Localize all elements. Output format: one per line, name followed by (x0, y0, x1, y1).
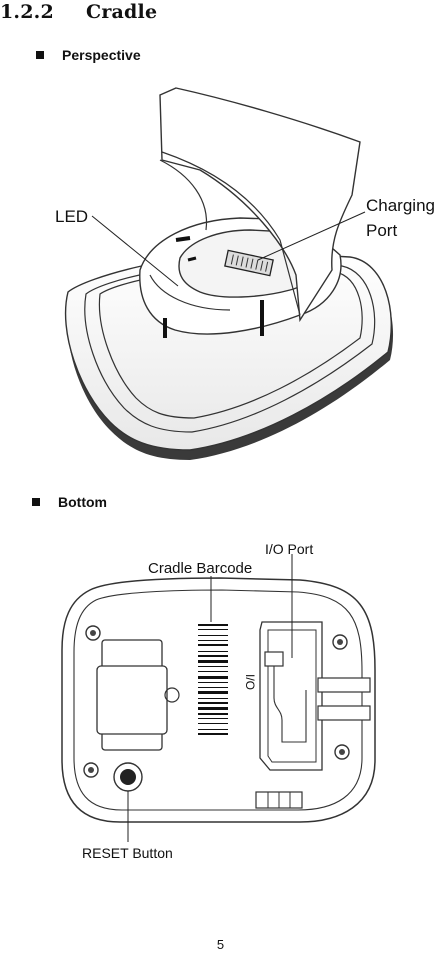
barcode-bar (198, 635, 228, 636)
reset-button-graphic (113, 762, 143, 792)
barcode-bar (198, 666, 228, 667)
barcode-bar (198, 702, 228, 704)
barcode-bar (198, 691, 228, 694)
section-title: Cradle (86, 1, 158, 23)
led-label: LED (55, 207, 88, 226)
barcode-bar (198, 733, 228, 735)
barcode-bar (198, 713, 228, 715)
barcode-bar (198, 640, 228, 641)
callout-lines (127, 554, 293, 842)
cradle-barcode-label: Cradle Barcode (148, 560, 252, 577)
bullet-square-icon (36, 51, 44, 59)
cradle-bottom-figure: I/O Cradle Barcode I/O Port RESET Button (61, 541, 376, 861)
barcode-bar (198, 723, 228, 724)
io-compartment: I/O (243, 621, 371, 809)
rubber-pad (96, 639, 180, 751)
charging-port-label-line1: Charging (366, 196, 435, 215)
reset-button-label: RESET Button (82, 845, 173, 861)
perspective-heading: Perspective (62, 47, 141, 63)
cradle-back-wall (159, 87, 361, 323)
barcode-bar (198, 671, 228, 672)
section-number: 1.2.2 (0, 1, 54, 23)
charging-port-connector (224, 249, 274, 277)
bullet-perspective: Perspective (36, 47, 141, 63)
barcode-bar (198, 698, 228, 699)
barcode-bar (198, 687, 228, 688)
cradle-barcode (198, 622, 228, 756)
charging-port-label-line2: Port (366, 221, 397, 240)
barcode-bar (198, 718, 228, 719)
io-port-label: I/O Port (265, 541, 313, 557)
barcode-bar (198, 644, 228, 646)
bullet-bottom: Bottom (32, 494, 107, 510)
section-heading: 1.2.2 Cradle (0, 1, 157, 23)
cradle-perspective-figure: LED Charging Port (55, 87, 435, 460)
callout-lines (91, 211, 366, 287)
barcode-bar (198, 729, 228, 730)
io-embossed-label: I/O (243, 674, 257, 690)
bottom-heading: Bottom (58, 494, 107, 510)
barcode-bar (198, 676, 228, 679)
barcode-bar (198, 655, 228, 657)
screw-holes (83, 625, 350, 778)
barcode-bar (198, 624, 228, 626)
bullet-square-icon (32, 498, 40, 506)
barcode-bar (198, 707, 228, 710)
barcode-bar (198, 660, 228, 663)
barcode-bar (198, 651, 228, 652)
barcode-bar (198, 682, 228, 683)
page-number: 5 (216, 937, 225, 952)
barcode-bar (198, 629, 228, 630)
